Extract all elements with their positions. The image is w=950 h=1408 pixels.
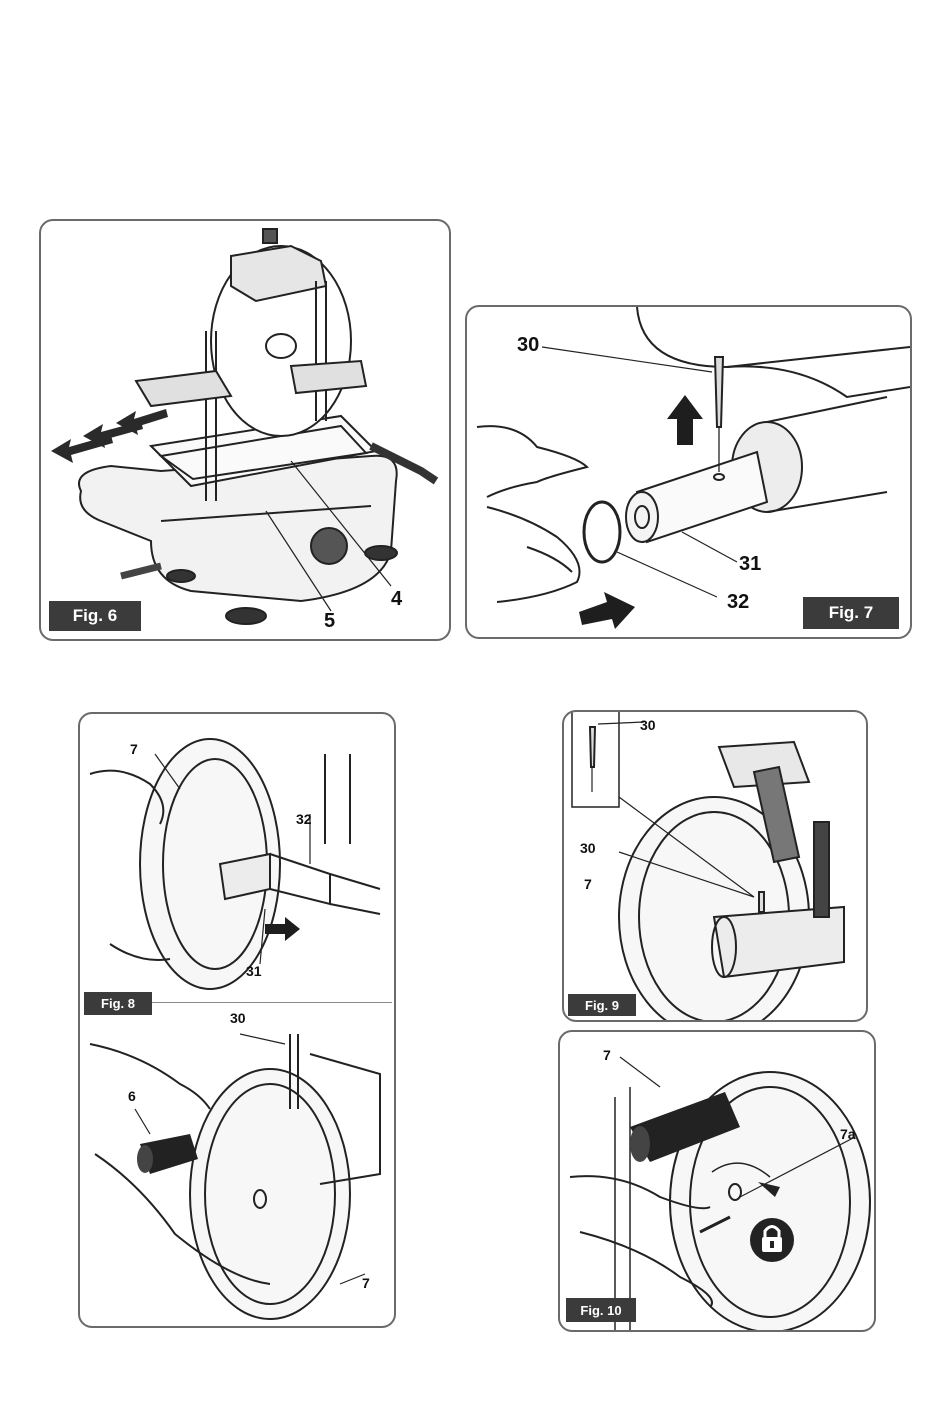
pin-removal-illustration [467,307,910,637]
callout-7: 7 [584,877,592,891]
callout-5: 5 [324,611,335,631]
lock-icon [750,1218,794,1262]
fig9-label: Fig. 9 [568,994,636,1016]
callout-31: 31 [739,554,761,574]
pin-insertion-illustration [564,712,866,1020]
callout-32: 32 [727,592,749,612]
callout-7-lower: 7 [362,1276,370,1290]
callout-4: 4 [391,589,402,609]
callout-32: 32 [296,812,312,826]
callout-7a: 7a [840,1127,856,1141]
callout-7: 7 [603,1048,611,1062]
callout-30: 30 [517,335,539,355]
callout-31: 31 [246,964,262,978]
slicer-assembly-illustration [41,221,449,639]
callout-30: 30 [230,1011,246,1025]
arrow-icon [579,592,635,629]
wheel-lock-illustration [560,1032,874,1330]
fig10-label: Fig. 10 [566,1298,636,1322]
fig7-label: Fig. 7 [803,597,899,629]
callout-30-inset: 30 [640,718,656,732]
fig9-panel: 30 30 7 Fig. 9 [562,710,868,1022]
fig10-panel: 7 7a Fig. 10 [558,1030,876,1332]
fig6-label: Fig. 6 [49,601,141,631]
callout-7-upper: 7 [130,742,138,756]
arrow-icon [667,395,703,445]
fig8-divider [152,1002,392,1003]
callout-6: 6 [128,1089,136,1103]
callout-30: 30 [580,841,596,855]
fig8-label: Fig. 8 [84,992,152,1015]
fig7-panel: 30 31 32 Fig. 7 [465,305,912,639]
fig8-panel: 7 32 31 30 6 7 Fig. 8 [78,712,396,1328]
fig6-panel: 4 5 Fig. 6 [39,219,451,641]
